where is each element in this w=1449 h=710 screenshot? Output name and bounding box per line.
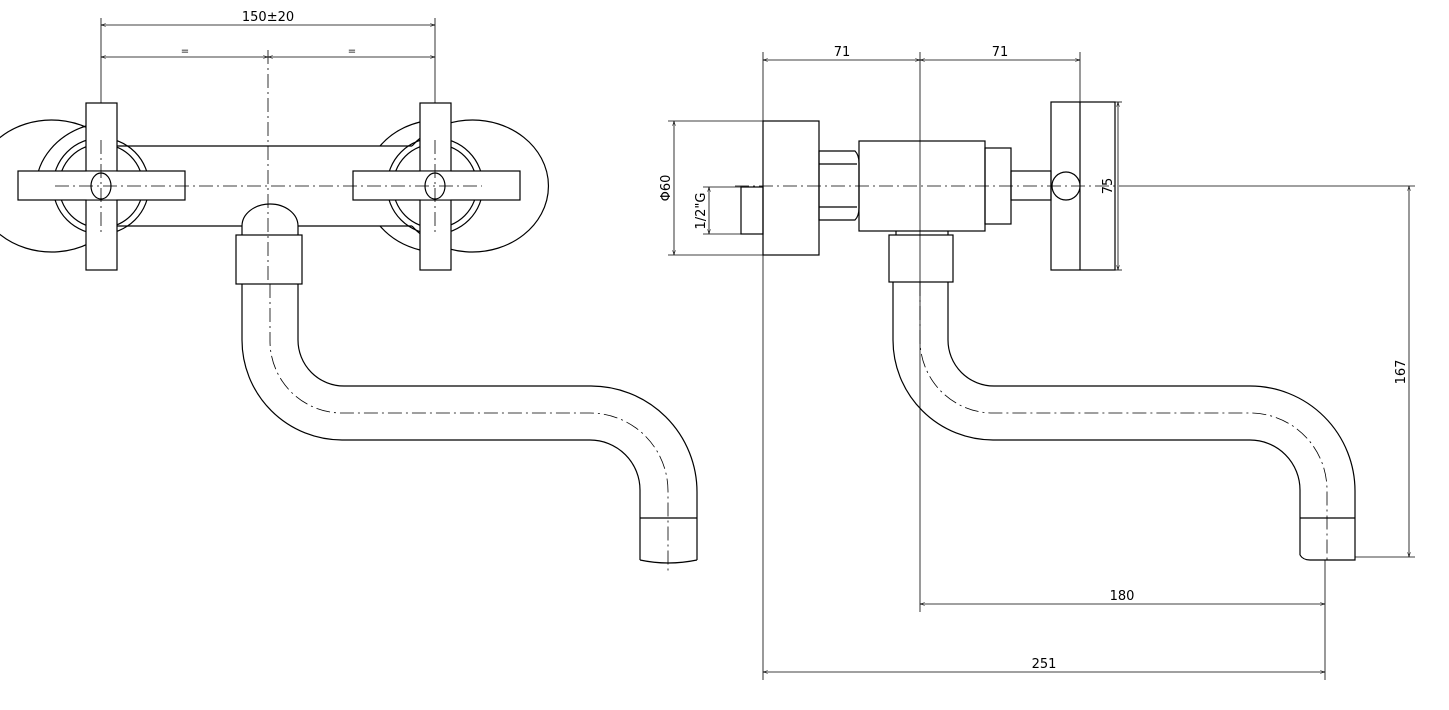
dim-71-right: 71 <box>992 45 1009 60</box>
dim-diameter-60: Φ60 <box>659 175 674 202</box>
dim-equal-left: = <box>181 46 189 57</box>
thread-connector <box>740 186 764 235</box>
dim-overall-label: 150±20 <box>242 10 294 25</box>
dim-167: 167 <box>1394 360 1409 385</box>
front-view: 150±20 = = <box>0 10 698 572</box>
dim-thread: 1/2"G <box>694 193 709 230</box>
side-spout <box>888 231 1356 561</box>
hex-nut <box>818 150 860 221</box>
dim-71-left: 71 <box>834 45 851 60</box>
side-view: 71 71 Φ60 1/2"G 75 167 180 251 <box>659 45 1415 680</box>
dim-equal-right: = <box>348 46 356 57</box>
wall-flange <box>762 120 820 256</box>
left-cross-handle <box>17 102 186 271</box>
dim-251: 251 <box>1032 657 1057 672</box>
dim-180: 180 <box>1110 589 1135 604</box>
right-cross-handle <box>352 102 521 271</box>
stem <box>1010 170 1052 201</box>
front-spout <box>235 203 698 572</box>
